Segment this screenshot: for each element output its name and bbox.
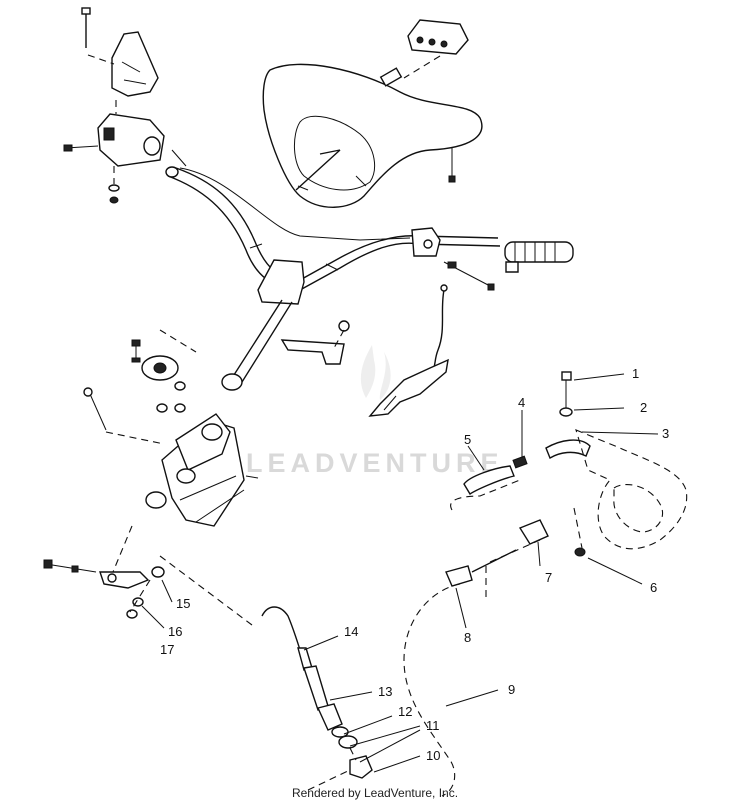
callout-10: 10	[426, 748, 440, 763]
callout-2: 2	[640, 400, 647, 415]
callout-6: 6	[650, 580, 657, 595]
watermark-text: LEADVENTURE	[246, 448, 504, 478]
callout-16: 16	[168, 624, 182, 639]
callout-15: 15	[176, 596, 190, 611]
callout-9: 9	[508, 682, 515, 697]
kill-switch-cable	[368, 284, 449, 417]
steering-support	[83, 387, 259, 585]
steering-knuckle-outline	[575, 429, 688, 550]
pivot-bracket	[131, 329, 197, 413]
footer-credit: Rendered by LeadVenture, Inc.	[291, 786, 459, 800]
callout-1: 1	[632, 366, 639, 381]
brake-cable	[159, 555, 373, 791]
watermark-logo	[360, 345, 391, 400]
callout-14: 14	[344, 624, 358, 639]
steering-column	[221, 259, 350, 391]
throttle-housing	[63, 100, 165, 204]
throttle-bracket	[81, 7, 159, 97]
callout-numbers: 1 2 3 4 5 6 7 8 9 10 11 12 13 14 15 16 1…	[160, 366, 669, 763]
callout-4: 4	[518, 395, 525, 410]
brake-linkage	[43, 559, 165, 619]
cable-adjusters	[445, 371, 591, 587]
callout-5: 5	[464, 432, 471, 447]
headlight-unit	[379, 19, 469, 87]
right-grip	[411, 227, 574, 291]
callout-8: 8	[464, 630, 471, 645]
callout-7: 7	[545, 570, 552, 585]
callout-11: 11	[426, 718, 440, 733]
callout-13: 13	[378, 684, 392, 699]
callout-12: 12	[398, 704, 412, 719]
callout-3: 3	[662, 426, 669, 441]
leader-lines	[141, 373, 659, 773]
callout-17: 17	[160, 642, 174, 657]
handlebar-pad	[262, 63, 483, 208]
